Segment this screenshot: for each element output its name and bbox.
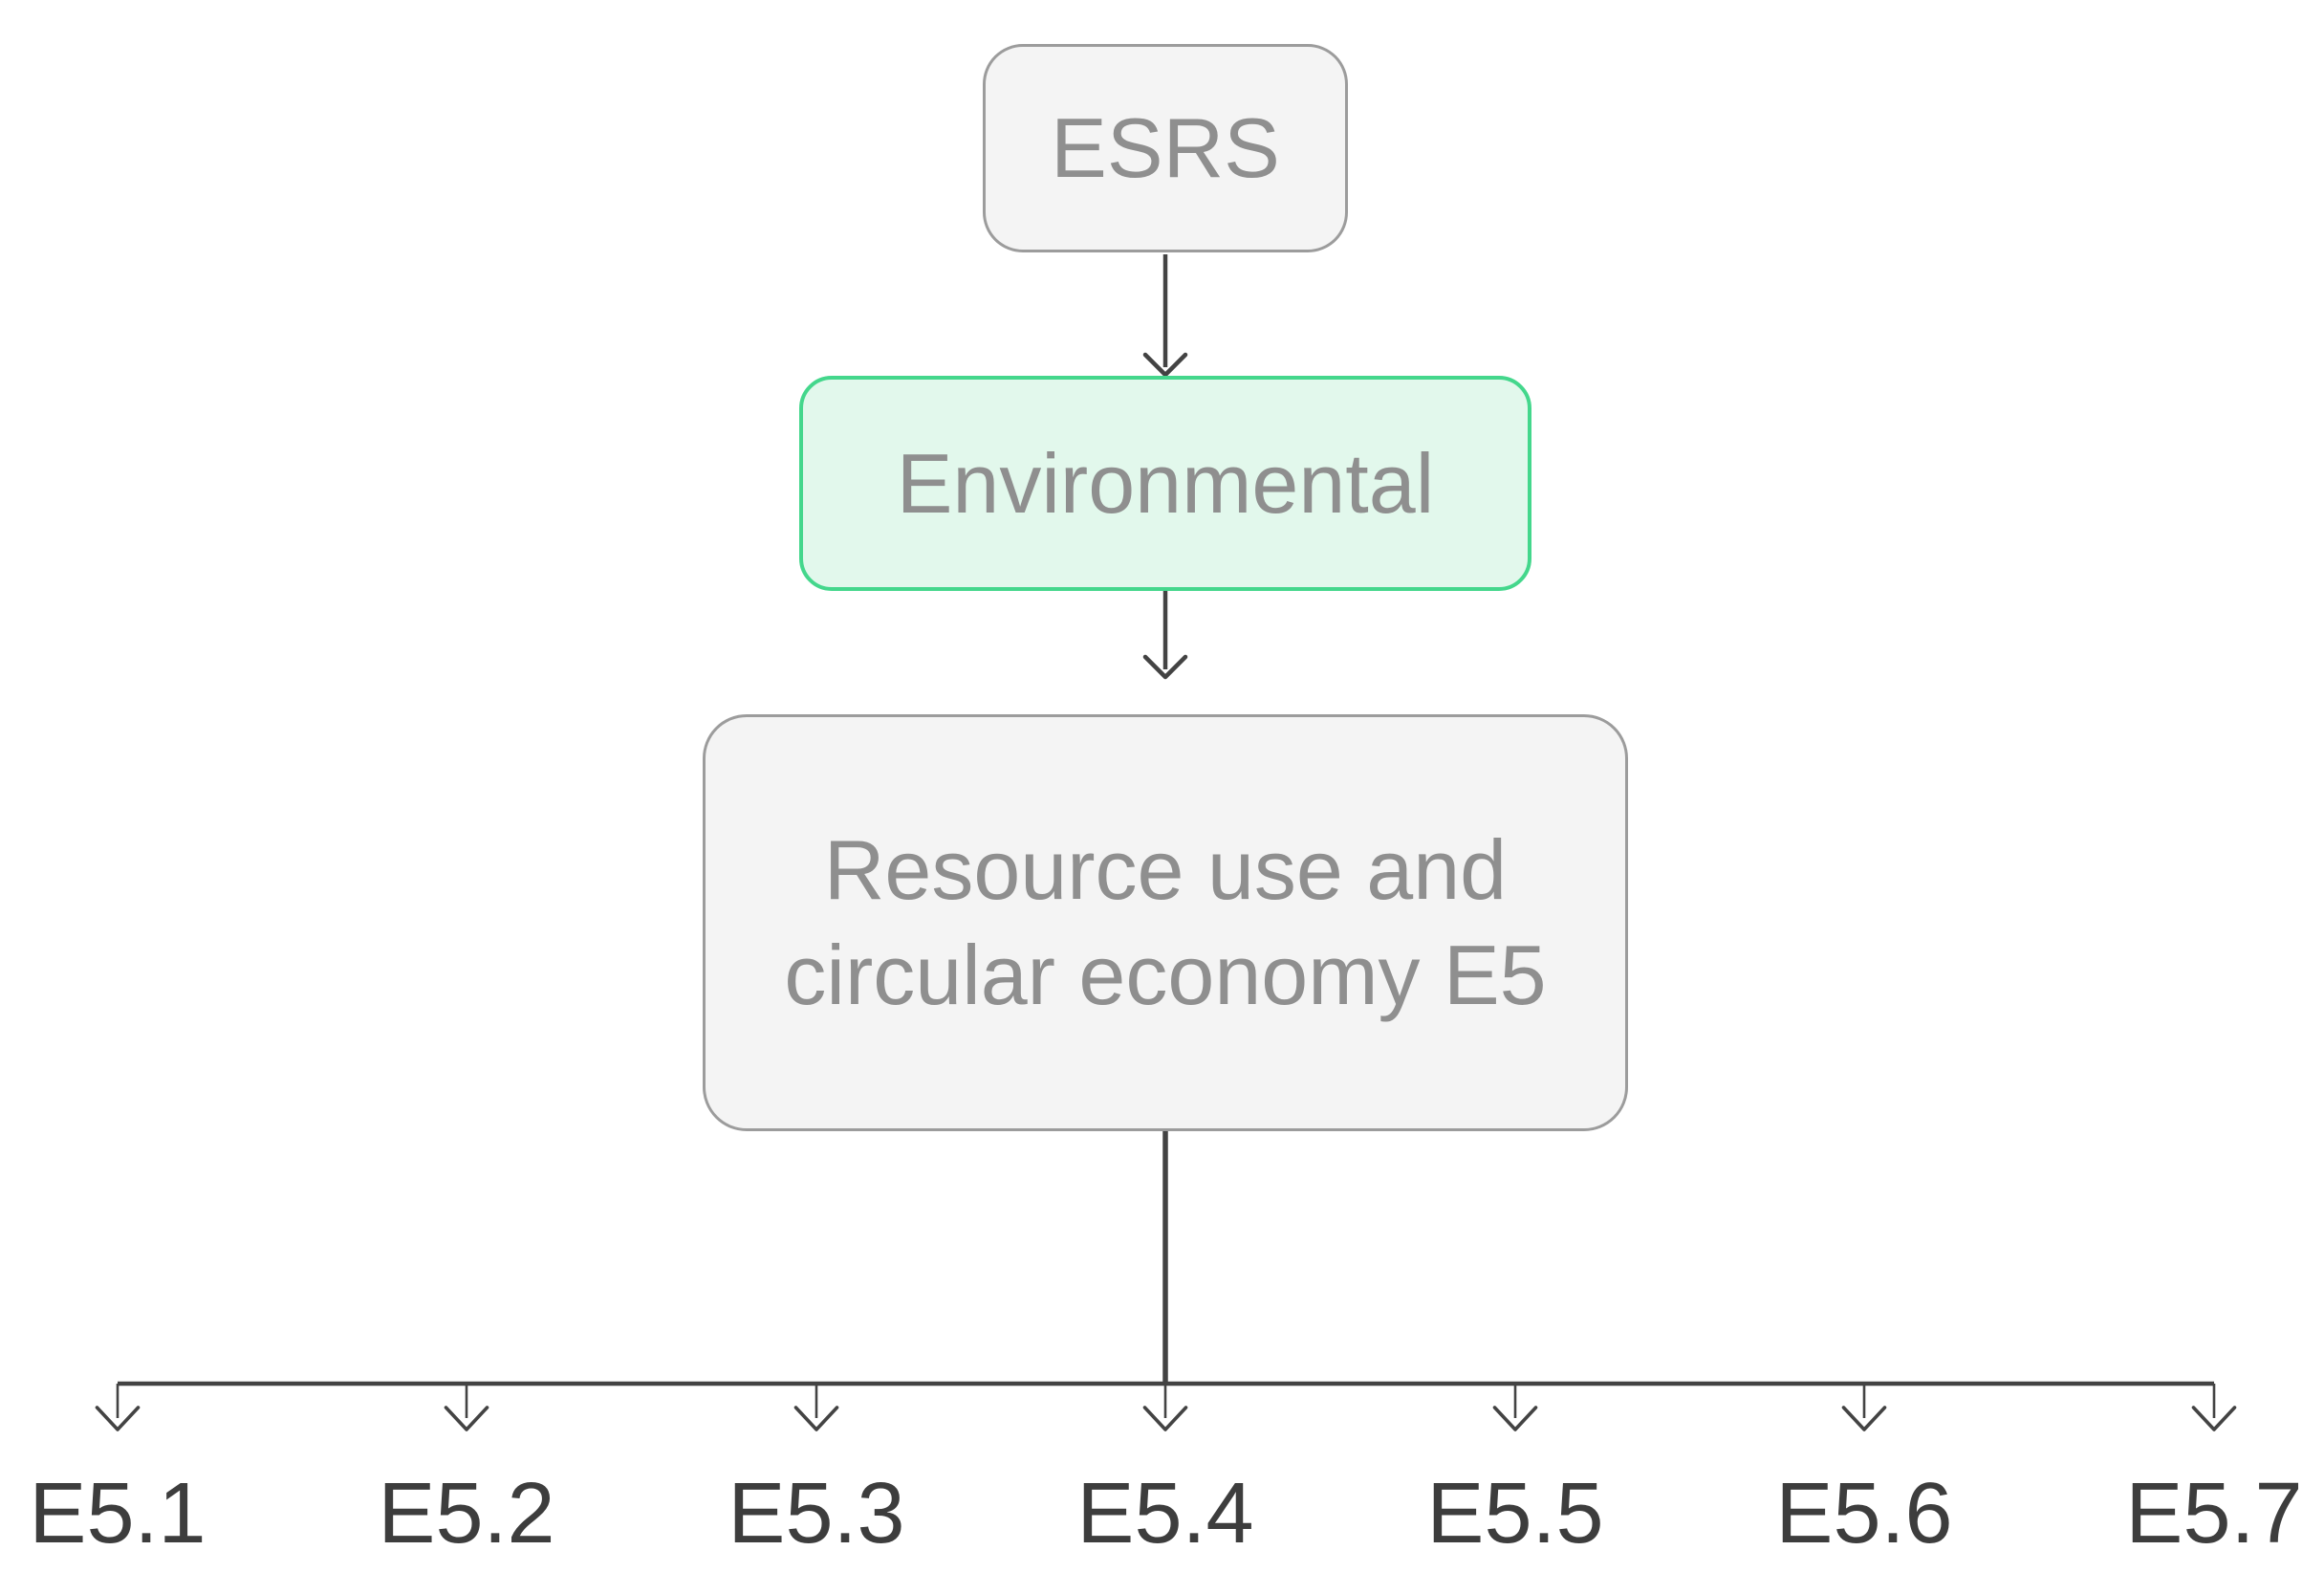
edge-child-2 (444, 1384, 489, 1431)
leaf-label-e5-5: E5.5 (1426, 1466, 1604, 1561)
arrowhead-down-icon (1142, 1406, 1188, 1431)
node-esrs-label: ESRS (1051, 100, 1280, 195)
node-environmental: Environmental (799, 376, 1531, 591)
leaf-label-e5-3: E5.3 (728, 1466, 905, 1561)
edge-child-6 (1841, 1384, 1887, 1431)
edge-child-1 (95, 1384, 141, 1431)
edge-root-to-category (1142, 254, 1188, 378)
arrowhead-down-icon (1492, 1406, 1538, 1431)
leaf-label-e5-7: E5.7 (2125, 1466, 2303, 1561)
arrowhead-down-icon (444, 1406, 489, 1431)
leaf-label-e5-6: E5.6 (1775, 1466, 1953, 1561)
arrowhead-down-icon (1142, 654, 1188, 680)
edge-child-3 (793, 1384, 839, 1431)
leaf-label-e5-1: E5.1 (29, 1466, 206, 1561)
leaf-label-e5-4: E5.4 (1076, 1466, 1254, 1561)
arrowhead-down-icon (95, 1406, 141, 1431)
edge-category-to-topic (1142, 591, 1188, 680)
node-esrs: ESRS (983, 44, 1348, 252)
arrowhead-down-icon (1841, 1406, 1887, 1431)
leaf-label-e5-2: E5.2 (378, 1466, 555, 1561)
arrowhead-down-icon (793, 1406, 839, 1431)
node-resource-use-e5-label: Resource use and circular economy E5 (784, 822, 1547, 1022)
edge-child-5 (1492, 1384, 1538, 1431)
arrowhead-down-icon (2191, 1406, 2237, 1431)
node-environmental-label: Environmental (896, 435, 1435, 531)
edge-child-7 (2191, 1384, 2237, 1431)
edge-child-4 (1142, 1384, 1188, 1431)
arrowhead-down-icon (1142, 352, 1188, 378)
node-resource-use-e5: Resource use and circular economy E5 (703, 714, 1628, 1131)
